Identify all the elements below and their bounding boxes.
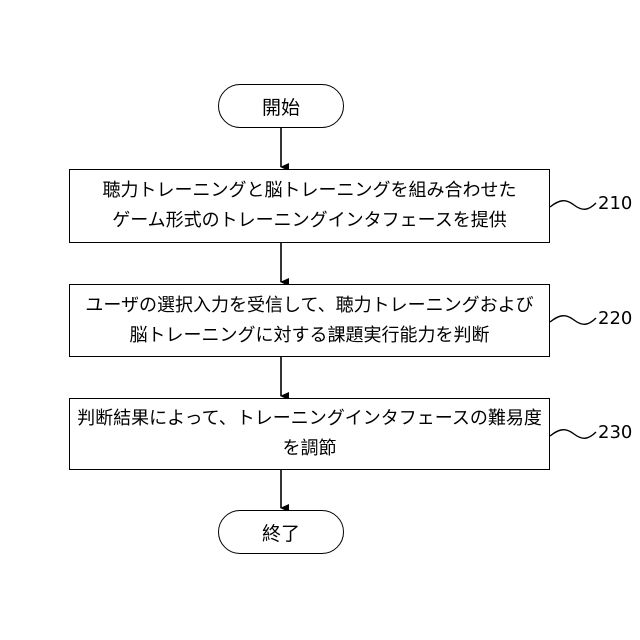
process-step-210: 聴力トレーニングと脳トレーニングを組み合わせた ゲーム形式のトレーニングインタフ…: [69, 169, 550, 243]
end-label: 終了: [262, 519, 300, 546]
ref-number-210: 210: [598, 194, 632, 214]
step-210-line-2: ゲーム形式のトレーニングインタフェースを提供: [112, 206, 507, 236]
ref-leader-220: [550, 316, 596, 325]
start-label: 開始: [262, 93, 300, 120]
process-step-230: 判断結果によって、トレーニングインタフェースの難易度を調節: [69, 398, 550, 470]
step-220-line-1: ユーザの選択入力を受信して、聴力トレーニングおよび: [85, 291, 533, 321]
process-step-220: ユーザの選択入力を受信して、聴力トレーニングおよび 脳トレーニングに対する課題実…: [69, 284, 550, 357]
end-terminal: 終了: [218, 510, 344, 554]
step-210-line-1: 聴力トレーニングと脳トレーニングを組み合わせた: [103, 176, 517, 206]
start-terminal: 開始: [218, 84, 344, 128]
step-230-line-1: 判断結果によって、トレーニングインタフェースの難易度を調節: [70, 404, 549, 464]
ref-leader-230: [550, 430, 596, 439]
ref-number-230: 230: [598, 423, 632, 443]
step-220-line-2: 脳トレーニングに対する課題実行能力を判断: [130, 321, 490, 351]
ref-leader-210: [550, 201, 596, 210]
ref-number-220: 220: [598, 309, 632, 329]
